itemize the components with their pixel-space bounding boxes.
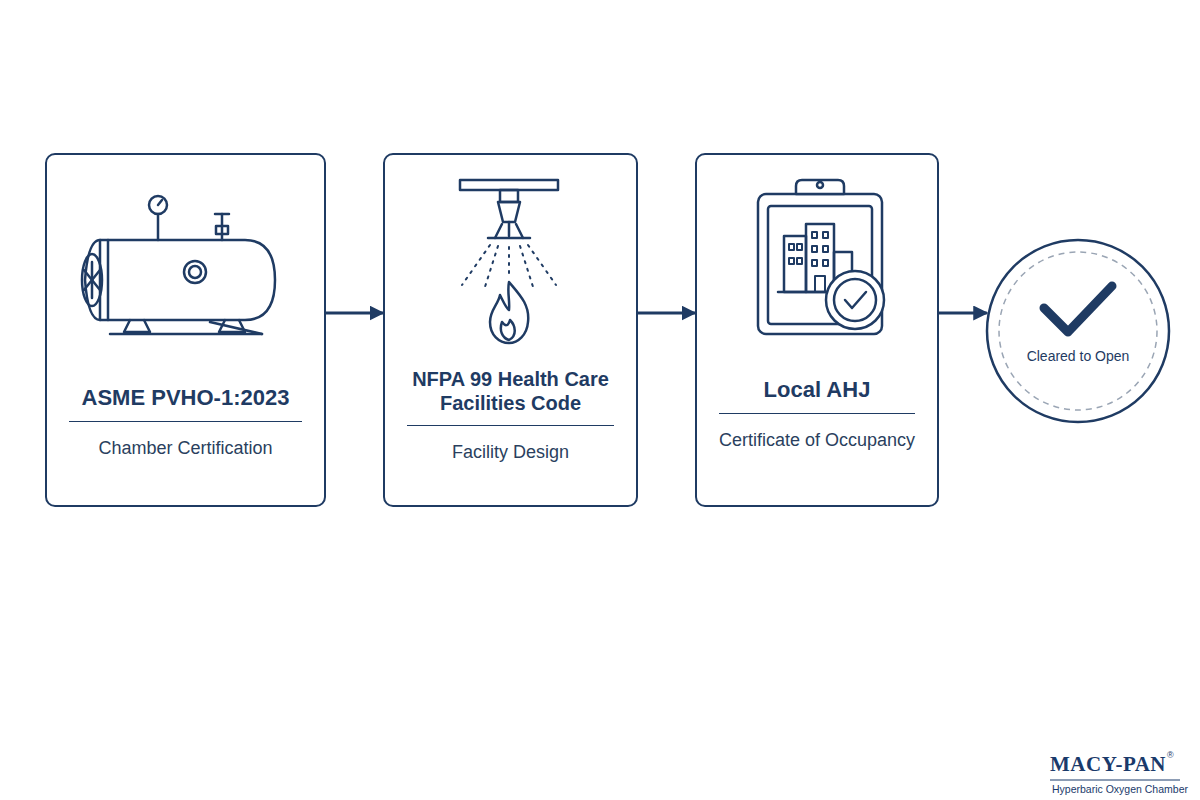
logo-tagline: Hyperbaric Oxygen Chamber [1052,783,1188,795]
box-heading: ASME PVHO-1:2023 [59,385,312,411]
logo-rule [1050,780,1180,781]
box-subtitle: Chamber Certification [59,438,312,460]
flow-arrow [638,312,695,315]
text-wrap: NFPA 99 Health Care Facilities CodeFacil… [385,367,636,464]
status-text: Cleared to Open [985,348,1171,364]
registered-mark: ® [1167,750,1174,760]
text-wrap: Cleared to Open [985,348,1171,364]
box-heading: NFPA 99 Health Care Facilities Code [397,367,624,415]
box-heading: Local AHJ [709,377,925,403]
process-box: ASME PVHO-1:2023Chamber Certification [45,153,326,507]
flow-arrow [326,312,383,315]
text-wrap: ASME PVHO-1:2023Chamber Certification [47,385,324,460]
logo-wordmark: MACY-PAN [1050,752,1166,777]
text-wrap: Local AHJ Certificate of Occupancy [697,377,937,452]
box-subtitle: Facility Design [397,442,624,464]
sprinkler-icon [460,180,558,343]
process-box: Local AHJ Certificate of Occupancy [695,153,939,507]
divider-rule [69,421,302,422]
flow-arrow [939,312,987,315]
divider-rule [407,425,614,426]
circle-outline [985,238,1171,424]
check-mark [1044,286,1112,332]
box-subtitle: Certificate of Occupancy [709,430,925,452]
terminal-circle: Cleared to Open [985,238,1171,424]
divider-rule [719,413,915,414]
process-box: NFPA 99 Health Care Facilities CodeFacil… [383,153,638,507]
clipboard-icon [758,180,884,334]
chamber-icon [82,196,275,334]
